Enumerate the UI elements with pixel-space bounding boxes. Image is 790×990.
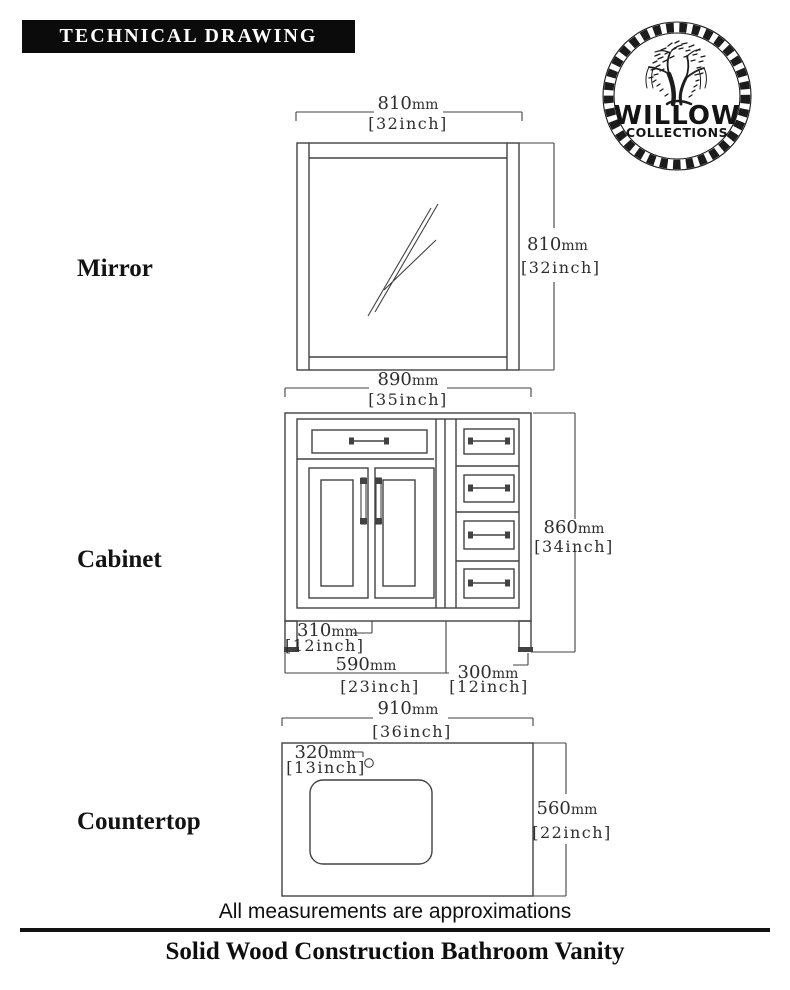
sink-cutout <box>309 779 433 865</box>
willow-collections-logo-icon: WILLOW COLLECTIONS <box>602 21 752 171</box>
header-bar: TECHNICAL DRAWING <box>22 20 355 53</box>
svg-text:560mm: 560mm <box>537 798 598 819</box>
faucet-hole-icon <box>364 758 374 768</box>
cabinet-height-inch: [34inch] <box>534 537 614 556</box>
countertop-depth-dimension: 560mm [22inch] <box>532 742 612 897</box>
drawer-handle-icon <box>349 437 389 445</box>
logo-name: WILLOW <box>613 101 740 131</box>
mirror-glass-reflection <box>367 203 439 317</box>
cabinet-doors <box>308 467 435 599</box>
drawers-width-inch: [12inch] <box>449 677 529 696</box>
cabinet-drawing: 890mm [35inch] <box>284 369 614 696</box>
cabinet-body <box>284 412 532 622</box>
door-handle-right-icon <box>375 477 382 525</box>
doors-width-inch: [23inch] <box>340 677 420 696</box>
side-drawer-stack <box>463 428 515 599</box>
countertop-drawing: 910mm [36inch] 320mm [13inch] 560mm [22i… <box>281 698 612 897</box>
svg-text:310mm: 310mm <box>297 620 358 641</box>
sink-offset-inch: [13inch] <box>286 758 366 777</box>
mirror-height-inch: [32inch] <box>521 258 601 277</box>
countertop-width-inch: [36inch] <box>372 722 452 741</box>
section-label-mirror: Mirror <box>77 255 153 282</box>
svg-text:320mm: 320mm <box>295 742 356 763</box>
footer-divider <box>20 928 770 932</box>
logo-subtitle: COLLECTIONS <box>626 125 728 140</box>
mirror-frame <box>296 142 520 371</box>
svg-text:810mm: 810mm <box>378 93 439 114</box>
svg-text:810mm: 810mm <box>527 234 588 255</box>
top-drawer <box>311 429 428 454</box>
cabinet-depth-inch: [12inch] <box>285 636 365 655</box>
mirror-height-dimension: 810mm [32inch] <box>519 142 601 371</box>
mirror-width-dimension: 810mm [32inch] <box>295 93 523 133</box>
countertop-width-dimension: 910mm [36inch] <box>281 698 534 741</box>
countertop-depth-inch: [22inch] <box>532 823 612 842</box>
rope-ring-icon <box>602 21 752 171</box>
sink-offset-dimension: 320mm [13inch] <box>286 742 366 777</box>
svg-text:300mm: 300mm <box>458 662 519 683</box>
page-title: TECHNICAL DRAWING <box>59 25 318 47</box>
svg-text:890mm: 890mm <box>378 369 439 390</box>
measurements-note: All measurements are approximations <box>218 900 572 923</box>
willow-tree-icon <box>645 40 707 107</box>
cabinet-depth-dimension: 310mm [12inch] <box>285 620 373 655</box>
cabinet-width-inch: [35inch] <box>368 390 448 409</box>
mirror-width-inch: [32inch] <box>368 114 448 133</box>
cabinet-height-dimension: 860mm [34inch] <box>531 412 614 653</box>
drawer-handle-icon <box>468 437 510 587</box>
doors-width-dimension: 590mm [23inch] <box>284 621 449 696</box>
section-label-cabinet: Cabinet <box>77 546 162 573</box>
cabinet-width-dimension: 890mm [35inch] <box>284 369 532 409</box>
drawers-width-dimension: 300mm [12inch] <box>449 653 529 696</box>
svg-text:590mm: 590mm <box>336 654 397 675</box>
svg-text:860mm: 860mm <box>544 517 605 538</box>
brand-logo: WILLOW COLLECTIONS <box>597 18 757 176</box>
product-title: Solid Wood Construction Bathroom Vanity <box>165 938 625 965</box>
svg-text:910mm: 910mm <box>378 698 439 719</box>
door-handle-left-icon <box>360 477 367 525</box>
cabinet-legs <box>284 620 533 652</box>
mirror-drawing: 810mm [32inch] 810mm [32inch] <box>295 93 601 371</box>
countertop-outline <box>281 742 534 897</box>
section-label-countertop: Countertop <box>77 808 201 835</box>
